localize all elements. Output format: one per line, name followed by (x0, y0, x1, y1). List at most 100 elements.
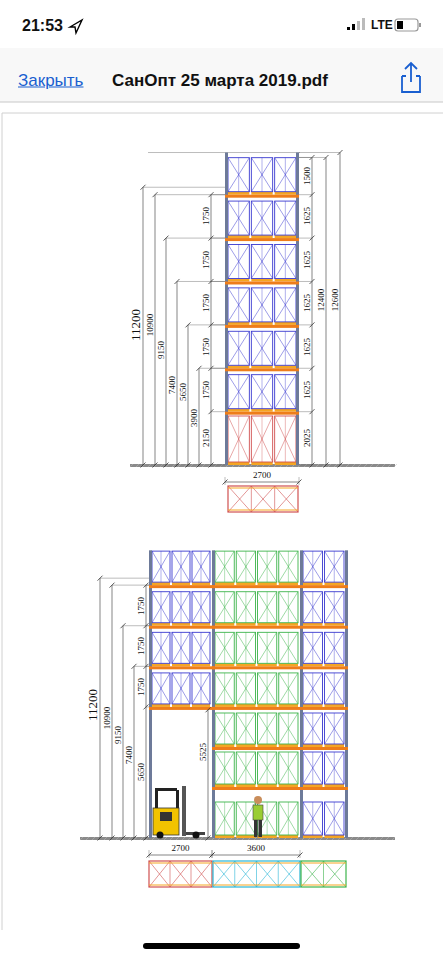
pallet-base (152, 704, 170, 707)
plan-outline (213, 861, 300, 887)
pallet-box (275, 416, 296, 462)
dim-tick (338, 463, 343, 468)
pallet-divider (267, 551, 268, 582)
plan-cross (301, 861, 324, 887)
pallet-divider (334, 632, 335, 663)
pallet-box (236, 551, 255, 582)
dimension-value: 10900 (102, 707, 111, 730)
pallet-box (228, 375, 249, 409)
extension-line (149, 850, 150, 858)
pallet-base (228, 409, 249, 412)
pallet-box (192, 551, 210, 582)
pallet-cross (228, 158, 249, 192)
pallet-box (275, 244, 296, 278)
pallet-cross (236, 802, 255, 835)
extension-line (146, 838, 149, 839)
pallet-box (279, 673, 298, 704)
pallet-base (279, 663, 298, 666)
pallet-divider (285, 201, 286, 235)
pallet-divider (262, 288, 263, 322)
pallet-base (279, 704, 298, 707)
extension-line (211, 194, 225, 195)
pallet-cross (215, 802, 234, 835)
pallet-cross (215, 673, 234, 704)
extension-line (211, 465, 225, 466)
floor-hatch (116, 837, 119, 840)
person-head (254, 796, 262, 804)
pallet-base (215, 744, 234, 747)
pallet-divider (334, 713, 335, 744)
dimension-value: 10900 (145, 314, 154, 337)
pallet-cross (236, 802, 255, 835)
plan-cross (235, 861, 257, 887)
pallet-cross (236, 592, 255, 623)
plan-cross (149, 861, 170, 887)
pallet-cross (303, 752, 323, 784)
pallet-cross (303, 752, 323, 784)
dim-tick (206, 836, 211, 841)
pallet-divider (245, 632, 246, 663)
pallet-base (303, 704, 323, 707)
pallet-base (236, 623, 255, 626)
dim-tick (121, 836, 126, 841)
pallet-box (279, 632, 298, 663)
beam (225, 238, 299, 241)
pallet-cross (215, 592, 234, 623)
floor-hatch (386, 837, 389, 840)
pallet-cross (228, 201, 249, 235)
pallet-box (192, 592, 210, 623)
pallet-divider (312, 713, 313, 744)
pallet-cross (251, 375, 272, 409)
pallet-box (279, 752, 298, 784)
nav-separator (0, 102, 443, 103)
plan-cross (301, 861, 324, 887)
pallet-box (152, 632, 170, 663)
upright (225, 153, 228, 465)
document-title: СанОпт 25 марта 2019.pdf (112, 72, 328, 89)
pallet-base (192, 623, 210, 626)
pallet-divider (262, 331, 263, 365)
pallet-divider (245, 551, 246, 582)
forklift-seat (160, 812, 172, 821)
dimension-line (212, 855, 300, 856)
upright (300, 550, 303, 838)
beam (212, 707, 348, 710)
pallet-box (325, 551, 345, 582)
pallet-base (279, 784, 298, 787)
pallet-box (192, 673, 210, 704)
pallet-divider (238, 331, 239, 365)
pallet-divider (224, 802, 225, 835)
floor-hatch (182, 837, 185, 840)
pallet-cross (192, 673, 210, 704)
dimension-line (143, 187, 144, 465)
pallet-base (251, 278, 272, 281)
pallet-base (303, 835, 323, 838)
extension-line (299, 238, 312, 239)
floor-hatch (346, 464, 349, 467)
pallet-box (236, 673, 255, 704)
pallet-divider (262, 158, 263, 192)
pallet-cross (275, 244, 296, 278)
plan-divider (274, 486, 275, 512)
pallet-cross (258, 632, 277, 663)
dimension-line (112, 585, 113, 838)
beam (225, 412, 299, 415)
pallet-cross (228, 331, 249, 365)
pallet-base (258, 784, 277, 787)
plan-cross (228, 486, 251, 512)
pallet-divider (334, 673, 335, 704)
dim-tick (206, 707, 211, 712)
plan-divider (278, 861, 279, 887)
pallet-divider (224, 673, 225, 704)
pallet-cross (325, 632, 345, 663)
pallet-cross (228, 375, 249, 409)
floor-hatch (394, 464, 397, 467)
pallet-divider (245, 752, 246, 784)
nav-bar (0, 48, 443, 102)
pallet-box (325, 592, 345, 623)
pallet-cross (325, 713, 345, 744)
pallet-box (325, 673, 345, 704)
pallet-box (251, 331, 272, 365)
plan-cross (324, 861, 347, 887)
pallet-box (303, 673, 323, 704)
